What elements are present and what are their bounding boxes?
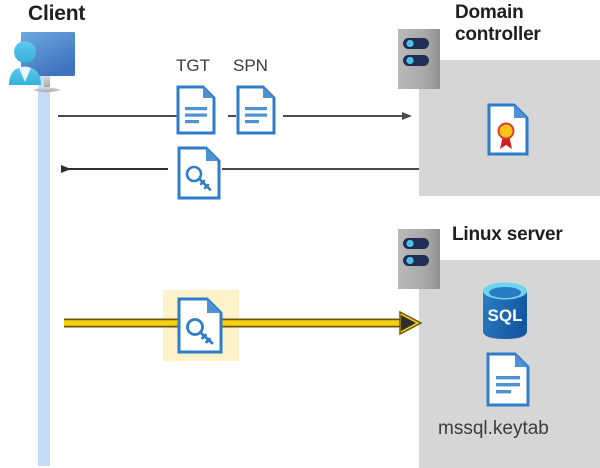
tgt-label: TGT [176,56,210,75]
highlighted-ticket-key-document-icon [177,297,223,354]
keytab-filename-label: mssql.keytab [438,418,549,439]
domain-controller-server-icon [398,29,440,89]
client-icon [9,32,75,92]
domain-controller-title-line2: controller [455,24,541,46]
client-title: Client [28,2,86,25]
sql-database-icon: SQL [483,282,527,339]
linux-server-icon [398,229,440,289]
service-ticket-key-document-icon [177,146,221,200]
sql-label: SQL [488,306,523,325]
certificate-document-icon [487,103,529,156]
keytab-document-icon [486,352,530,407]
domain-controller-title: Domain controller [455,2,595,46]
flow-present-ticket-to-linux [64,310,423,336]
domain-controller-title-line1: Domain [455,2,524,23]
spn-document-icon [236,85,276,135]
linux-server-title: Linux server [452,224,563,245]
client-lifeline [38,66,50,466]
spn-label: SPN [233,56,268,75]
tgt-document-icon [176,85,216,135]
